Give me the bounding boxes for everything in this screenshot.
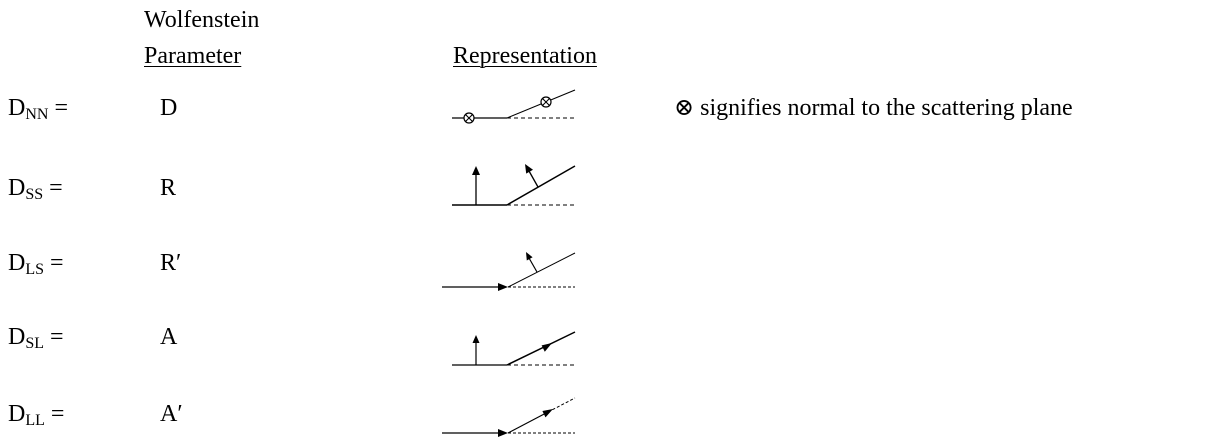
representation-nn-diagram xyxy=(452,89,576,124)
row-lhs-ls: DLS = xyxy=(8,250,64,278)
scattered-beam-line xyxy=(506,165,576,206)
arrowhead-icon xyxy=(525,164,533,174)
arrowhead-icon xyxy=(541,343,552,352)
equals-sign: = xyxy=(54,95,68,121)
row-param-ls: R′ xyxy=(160,250,182,276)
lhs-main: D xyxy=(8,324,26,350)
lhs-main: D xyxy=(8,175,26,201)
row-lhs-ss: DSS = xyxy=(8,175,63,203)
row-lhs-ll: DLL = xyxy=(8,401,65,429)
representation-ss-diagram xyxy=(452,164,576,206)
representation-ll-diagram xyxy=(442,397,576,437)
row-param-nn: D xyxy=(160,95,178,121)
header-wolfenstein: Wolfenstein xyxy=(144,7,260,33)
lhs-subscript: NN xyxy=(25,106,49,123)
header-representation: Representation xyxy=(453,43,597,69)
row-lhs-nn: DNN = xyxy=(8,95,68,123)
lhs-subscript: SL xyxy=(25,335,45,352)
arrowhead-icon xyxy=(472,166,480,175)
equals-sign: = xyxy=(50,401,65,427)
arrowhead-icon xyxy=(498,283,508,291)
lhs-main: D xyxy=(8,401,26,427)
header-parameter: Parameter xyxy=(144,43,242,69)
polarization-arrow xyxy=(528,257,538,273)
representation-sl-diagram xyxy=(452,331,576,366)
scattered-beam-line xyxy=(506,331,576,366)
scattered-beam-dashed-extension xyxy=(547,397,576,413)
otimes-icon xyxy=(540,96,552,108)
scattered-beam-line xyxy=(507,411,549,434)
equals-sign: = xyxy=(50,324,64,350)
scattered-beam-line xyxy=(507,252,576,288)
arrowhead-icon xyxy=(542,409,553,418)
equals-sign: = xyxy=(50,250,64,276)
arrowhead-icon xyxy=(498,429,508,437)
polarization-arrow xyxy=(528,170,539,188)
row-param-ss: R xyxy=(160,175,177,201)
lhs-main: D xyxy=(8,250,26,276)
row-lhs-sl: DSL = xyxy=(8,324,64,352)
otimes-icon xyxy=(463,112,475,124)
lhs-main: D xyxy=(8,95,26,121)
arrowhead-icon xyxy=(526,252,533,261)
otimes-note: ⊗ signifies normal to the scattering pla… xyxy=(674,95,1073,121)
arrowhead-icon xyxy=(472,335,480,343)
representation-ls-diagram xyxy=(442,252,576,291)
lhs-subscript: LS xyxy=(25,261,45,278)
lhs-subscript: SS xyxy=(25,186,44,203)
lhs-subscript: LL xyxy=(25,412,45,429)
equals-sign: = xyxy=(49,175,63,201)
row-param-ll: A′ xyxy=(160,401,183,427)
row-param-sl: A xyxy=(160,324,178,350)
